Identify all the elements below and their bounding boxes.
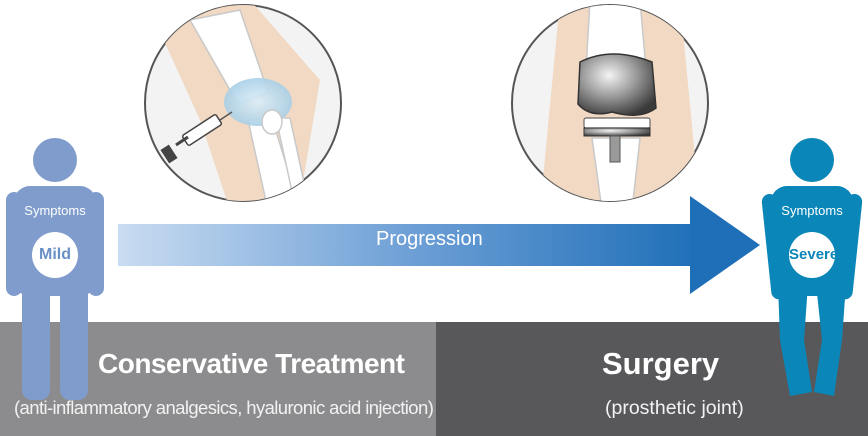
surgery-title: Surgery bbox=[602, 346, 719, 382]
prosthetic-knee-illustration bbox=[512, 0, 708, 210]
mild-badge: Mild bbox=[32, 232, 78, 278]
conservative-treatment-title: Conservative Treatment bbox=[98, 348, 404, 380]
surgery-subtitle: (prosthetic joint) bbox=[605, 397, 744, 420]
severe-badge: Severe bbox=[789, 232, 835, 278]
severe-symptoms-caption: Symptoms bbox=[771, 203, 853, 218]
conservative-treatment-subtitle: (anti-inflammatory analgesics, hyaluroni… bbox=[14, 397, 433, 419]
mild-symptoms-caption: Symptoms bbox=[14, 203, 96, 218]
knee-injection-illustration bbox=[145, 0, 341, 210]
progression-label: Progression bbox=[376, 228, 483, 251]
